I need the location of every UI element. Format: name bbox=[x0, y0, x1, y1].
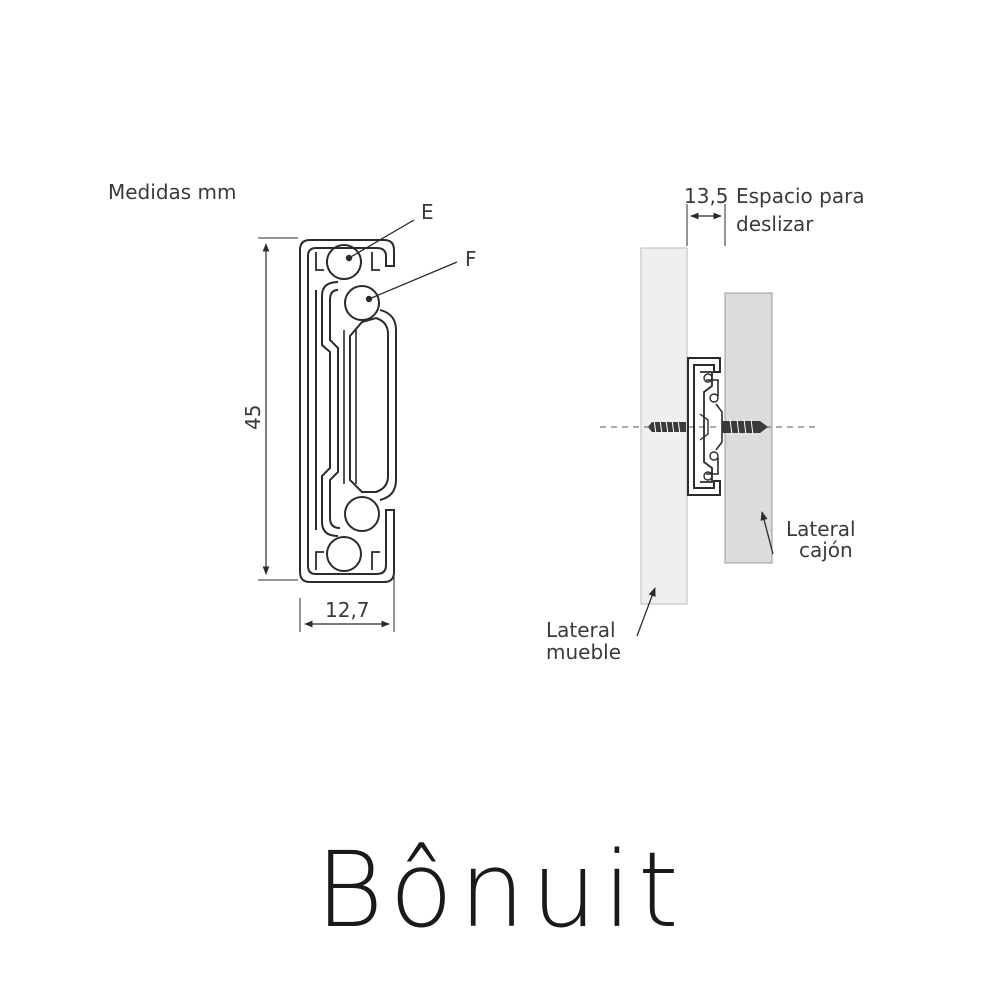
units-label: Medidas mm bbox=[108, 180, 237, 204]
gap-dimension bbox=[686, 204, 726, 246]
gap-caption-line1: Espacio para bbox=[736, 184, 865, 208]
brand-logo: Bônuit bbox=[315, 829, 685, 951]
callout-f: F bbox=[465, 247, 477, 271]
cabinet-screw bbox=[648, 419, 686, 435]
callout-e: E bbox=[421, 200, 434, 224]
width-value: 12,7 bbox=[325, 598, 370, 622]
height-value: 45 bbox=[241, 405, 265, 430]
cabinet-side-label-line2: mueble bbox=[546, 640, 621, 664]
drawer-screw bbox=[722, 418, 768, 436]
cabinet-side-label-line1: Lateral bbox=[546, 618, 616, 642]
mounted-slide bbox=[687, 357, 723, 496]
gap-value: 13,5 bbox=[684, 184, 729, 208]
drawer-side-label-line1: Lateral bbox=[786, 517, 856, 541]
gap-caption-line2: deslizar bbox=[736, 212, 814, 236]
height-dimension bbox=[258, 237, 298, 581]
width-dimension bbox=[299, 512, 395, 632]
drawer-side-label-line2: cajón bbox=[799, 538, 853, 562]
slide-cross-section bbox=[299, 219, 458, 583]
